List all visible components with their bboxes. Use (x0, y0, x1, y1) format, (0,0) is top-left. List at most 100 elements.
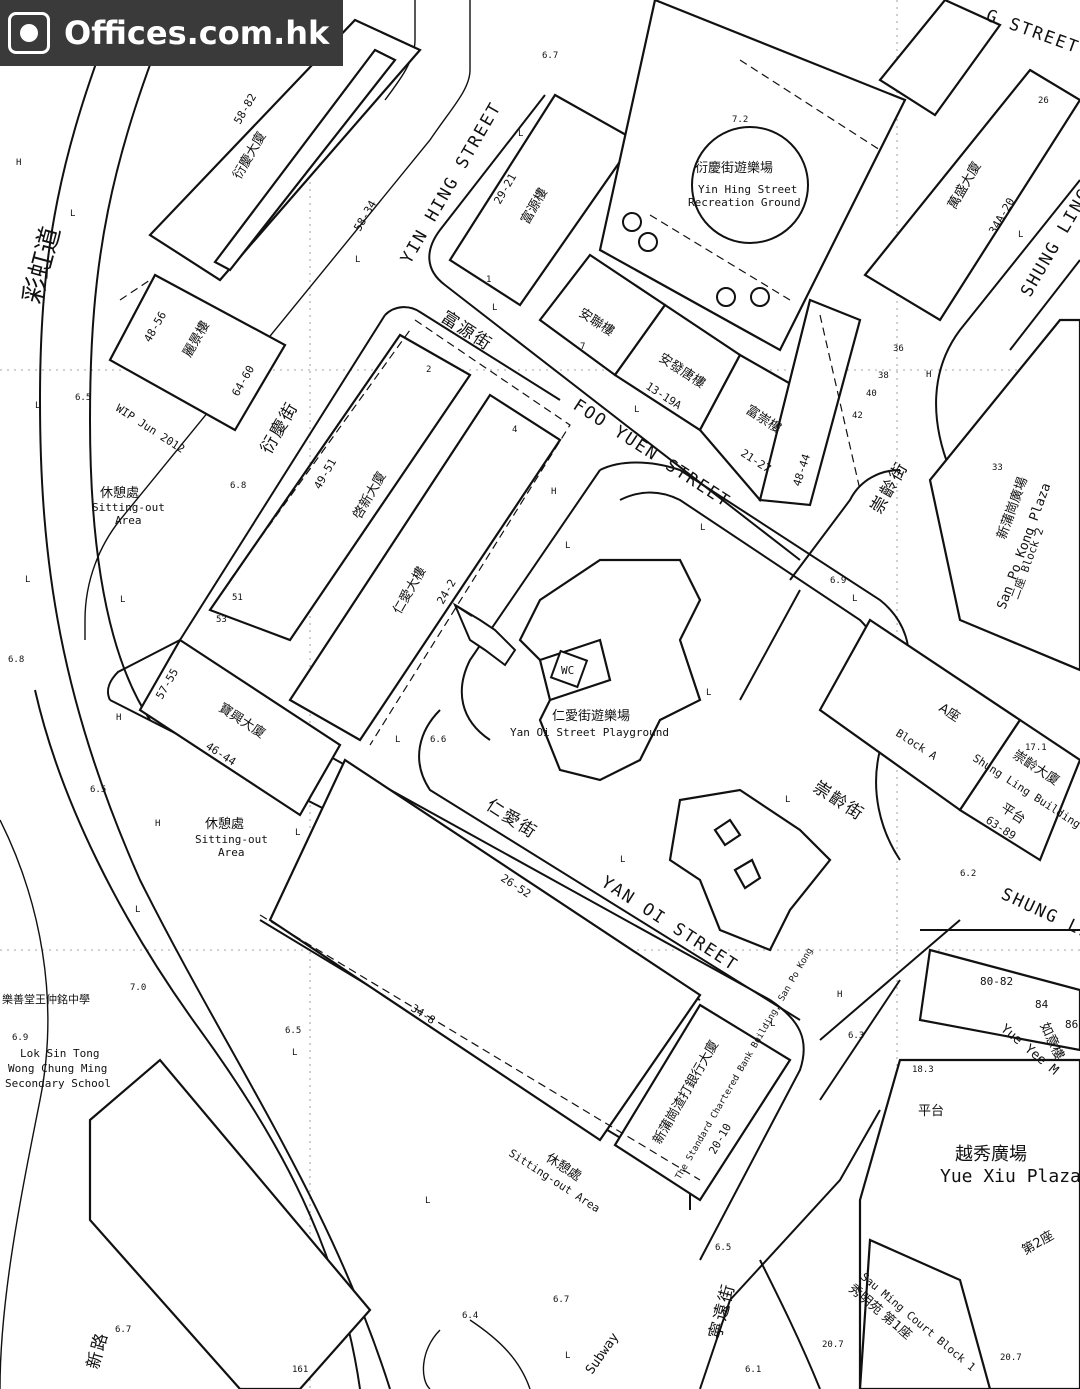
spot-height: 6.4 (462, 1311, 478, 1321)
street-top: G STREET (983, 6, 1080, 58)
lamp-marker: L (25, 575, 30, 585)
lamp-marker: L (1018, 230, 1023, 240)
spot-height: 6.6 (430, 735, 446, 745)
house-numbers: 1 2 4 7 26 33 36 38 40 42 51 53 161 (216, 96, 1049, 1375)
building-yan-oi (288, 393, 562, 742)
yan-oi-playground-shape (518, 558, 702, 782)
spot-height: 6.7 (115, 1325, 131, 1335)
street-shung-ling-zh2: 崇齡街 (867, 458, 913, 517)
offices-logo-icon (8, 12, 50, 54)
label-86: 86 (1065, 1018, 1078, 1031)
building-san-po-kong-plaza (928, 318, 1080, 672)
hydrant-marker: H (837, 990, 842, 1000)
lamp-marker: L (70, 209, 75, 219)
lamp-marker: L (135, 905, 140, 915)
note-wip: WIP Jun 2012 (113, 402, 187, 456)
house-number: 51 (232, 593, 243, 603)
label-sit1-en2: Area (115, 514, 142, 527)
dashed-boundaries (119, 59, 881, 1181)
street-shung-ling-en: SHUNG LING (998, 884, 1080, 954)
spot-height: 6.5 (75, 393, 91, 403)
lamp-marker: L (700, 523, 705, 533)
lamp-marker: L (425, 1196, 430, 1206)
house-number: 161 (292, 1365, 308, 1375)
hydrant-marker: H (155, 819, 160, 829)
hydrant-marker: H (926, 370, 931, 380)
label-sit2-en1: Sitting-out (195, 833, 268, 846)
label-yin-hing-park-zh: 衍慶街遊樂場 (695, 160, 773, 176)
house-number: 7 (580, 342, 585, 352)
street-yan-oi-zh: 仁愛街 (482, 795, 541, 843)
spot-height: 6.7 (542, 51, 558, 61)
house-number: 2 (426, 365, 431, 375)
street-bottom-left-zh: 新路 (84, 1329, 113, 1371)
label-school-en1: Lok Sin Tong (20, 1047, 99, 1060)
street-bottom-zh: 寧遠街 (706, 1281, 740, 1341)
spot-height: 6.9 (830, 576, 846, 586)
label-sit1-en1: Sitting-out (92, 501, 165, 514)
label-yan-oi-park-en: Yan Oi Street Playground (510, 726, 669, 739)
house-number: 4 (512, 425, 517, 435)
lamp-marker: L (295, 828, 300, 838)
street-choi-hung-zh: 彩虹道 (18, 224, 67, 307)
label-84: 84 (1035, 998, 1049, 1011)
label-sit2-zh: 休憩處 (205, 816, 244, 832)
spot-height: 18.3 (912, 1065, 934, 1075)
spot-height: 20.7 (1000, 1353, 1022, 1363)
lamp-marker: L (770, 1019, 775, 1029)
lamp-marker: L (634, 405, 639, 415)
svg-text:WC: WC (561, 664, 574, 677)
lamp-marker: L (355, 255, 360, 265)
label-yin-hing-no: 58-82 (231, 91, 259, 126)
spot-height: 6.5 (285, 1026, 301, 1036)
lamp-marker: L (518, 129, 523, 139)
building-school (88, 1058, 372, 1389)
house-number: 1 (486, 275, 491, 285)
spot-height: 20.7 (822, 1340, 844, 1350)
house-number: 42 (852, 411, 863, 421)
label-sit2-en2: Area (218, 846, 245, 859)
toilet-icon: WC (549, 649, 589, 689)
house-number: 33 (992, 463, 1003, 473)
spot-heights: 6.7 7.2 6.5 6.8 6.8 6.6 6.5 6.9 6.2 7.0 … (8, 51, 1047, 1375)
lamp-marker: L (395, 735, 400, 745)
pointing-hand-icon (452, 602, 517, 667)
building-po-hing (138, 638, 342, 817)
house-number: 53 (216, 615, 227, 625)
map-markers: L L L L L L L L L L L L L L L L L L L L … (16, 129, 1023, 1361)
building-shung-ling (958, 718, 1080, 862)
spot-height: 6.5 (715, 1243, 731, 1253)
lamp-marker: L (120, 595, 125, 605)
label-yin-hing-no2: 58-34 (351, 198, 379, 234)
spot-height: 6.1 (745, 1365, 761, 1375)
building-footprints (88, 0, 1080, 1389)
house-number: 36 (893, 344, 904, 354)
building-standard-chartered (613, 1003, 792, 1202)
label-platform2: 平台 (918, 1104, 944, 1119)
building-lai-king (108, 273, 287, 432)
house-number: 40 (866, 389, 877, 399)
street-shung-ling-zh: 崇齡街 (809, 777, 868, 825)
spot-height: 6.5 (90, 785, 106, 795)
label-yin-hing-park-en1: Yin Hing Street (698, 183, 797, 196)
street-foo-yuen-zh: 富源街 (437, 307, 496, 355)
subway-label: Subway (583, 1330, 622, 1377)
spot-height: 6.8 (8, 655, 24, 665)
label-80-82: 80-82 (980, 975, 1013, 988)
label-school-en2: Wong Chung Ming (8, 1062, 107, 1075)
spot-height: 7.2 (732, 115, 748, 125)
label-yin-hing-park-en2: Recreation Ground (688, 196, 801, 209)
spot-height: 17.1 (1025, 743, 1047, 753)
spot-height: 6.8 (230, 481, 246, 491)
lamp-marker: L (565, 541, 570, 551)
hydrant-marker: H (16, 158, 21, 168)
lamp-marker: L (292, 1048, 297, 1058)
spot-height: 7.0 (130, 983, 146, 993)
spot-height: 6.9 (12, 1033, 28, 1043)
spot-height: 6.7 (553, 1295, 569, 1305)
label-school-zh: 樂善堂王仲銘中學 (2, 992, 90, 1006)
lamp-marker: L (785, 795, 790, 805)
house-number: 26 (1038, 96, 1049, 106)
street-yin-hing-zh: 衍慶街 (257, 398, 303, 457)
